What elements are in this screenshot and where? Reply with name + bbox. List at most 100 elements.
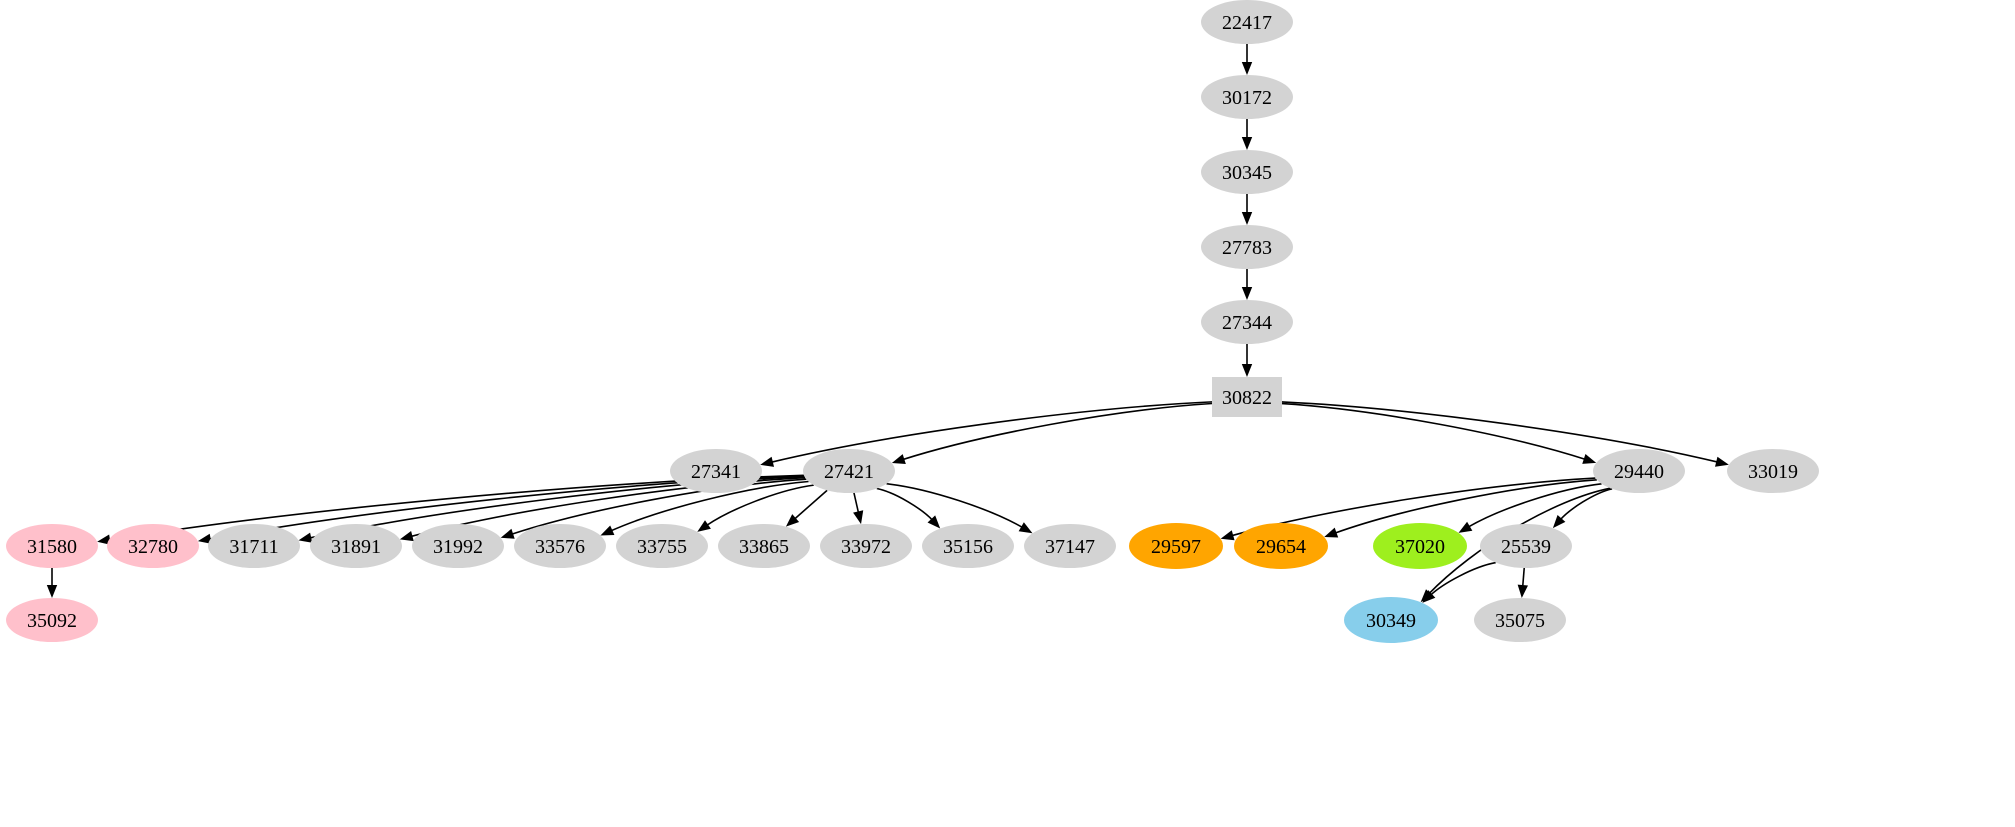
node-ellipse-shape[interactable] [1201,0,1293,44]
node-ellipse-shape[interactable] [1024,524,1116,568]
node-ellipse-shape[interactable] [803,449,895,493]
graph-edge[interactable] [1281,402,1597,464]
node-ellipse-shape[interactable] [820,524,912,568]
graph-node[interactable]: 37147 [1024,524,1116,568]
node-ellipse-shape[interactable] [310,524,402,568]
node-ellipse-shape[interactable] [208,524,300,568]
graph-edge[interactable] [760,401,1213,467]
edge-arrowhead-icon [97,534,111,545]
edge-arrowhead-icon [197,533,212,544]
graph-edge[interactable] [600,480,809,536]
graph-node[interactable]: 30349 [1344,597,1438,643]
graph-node[interactable]: 33865 [718,524,810,568]
node-ellipse-shape[interactable] [1201,75,1293,119]
node-ellipse-shape[interactable] [922,524,1014,568]
node-ellipse-shape[interactable] [616,524,708,568]
graph-edge[interactable] [697,484,814,532]
node-ellipse-shape[interactable] [107,524,199,568]
graph-node[interactable]: 29597 [1129,523,1223,569]
graph-node[interactable]: 27344 [1201,300,1293,344]
node-ellipse-shape[interactable] [1593,449,1685,493]
edge-line [1281,401,1719,463]
graph-edge[interactable] [1241,194,1253,225]
node-ellipse-shape[interactable] [1201,300,1293,344]
graph-node[interactable]: 29654 [1234,523,1328,569]
graph-edge[interactable] [1241,44,1253,75]
edge-arrowhead-icon [1018,522,1033,534]
node-ellipse-shape[interactable] [1129,523,1223,569]
graph-node[interactable]: 31891 [310,524,402,568]
graph-edge[interactable] [1241,119,1253,150]
node-ellipse-shape[interactable] [1344,597,1438,643]
graph-edge[interactable] [1324,479,1597,538]
nodes-layer: 22417 30172 30345 27783 27344 30822 27341 27421… [6,0,1819,643]
graph-edge[interactable] [876,487,941,529]
node-ellipse-shape[interactable] [1474,598,1566,642]
graph-node[interactable]: 33019 [1727,449,1819,493]
node-ellipse-shape[interactable] [1201,225,1293,269]
graph-node[interactable]: 32780 [107,524,199,568]
node-ellipse-shape[interactable] [412,524,504,568]
graph-edge[interactable] [785,489,828,527]
node-ellipse-shape[interactable] [514,524,606,568]
graph-node[interactable]: 29440 [1593,449,1685,493]
graph-edge[interactable] [891,402,1213,465]
graph-edge[interactable] [1517,567,1529,599]
edge-arrowhead-icon [785,514,800,527]
graph-edge[interactable] [1458,483,1602,533]
graph-node[interactable]: 35075 [1474,598,1566,642]
graph-edge[interactable] [1552,488,1613,529]
graph-node[interactable]: 37020 [1373,523,1467,569]
edge-line [770,401,1213,464]
graph-node[interactable]: 31580 [6,524,98,568]
node-ellipse-shape[interactable] [1234,523,1328,569]
edges-layer [46,44,1729,603]
graph-node[interactable]: 31711 [208,524,300,568]
node-ellipse-shape[interactable] [1373,523,1467,569]
graph-node[interactable]: 35156 [922,524,1014,568]
graph-edge[interactable] [1241,269,1253,300]
edge-line [886,482,1024,529]
graph-edge[interactable] [853,492,864,525]
node-ellipse-shape[interactable] [6,598,98,642]
graph-node[interactable]: 27341 [670,449,762,493]
graph-node[interactable]: 33972 [820,524,912,568]
node-ellipse-shape[interactable] [1727,449,1819,493]
graph-node[interactable]: 27783 [1201,225,1293,269]
node-ellipse-shape[interactable] [718,524,810,568]
graph-node[interactable]: 30345 [1201,150,1293,194]
graph-edge[interactable] [500,478,807,539]
edge-arrowhead-icon [46,585,58,598]
edge-line [705,484,814,527]
edge-arrowhead-icon [1422,590,1436,603]
node-ellipse-shape[interactable] [1201,150,1293,194]
graph-node[interactable]: 30172 [1201,75,1293,119]
edge-line [876,487,934,521]
graph-node[interactable]: 31992 [412,524,504,568]
graph-edge[interactable] [886,482,1033,534]
graph-edge[interactable] [1281,401,1729,467]
edge-arrowhead-icon [1241,62,1253,75]
graph-node[interactable]: 27421 [803,449,895,493]
edge-arrowhead-icon [927,515,941,529]
graph-edge[interactable] [1241,344,1253,377]
node-ellipse-shape[interactable] [6,524,98,568]
graph-edge[interactable] [1422,561,1496,603]
edge-line [793,489,828,520]
edge-arrowhead-icon [600,525,615,536]
graph-node[interactable]: 33576 [514,524,606,568]
edge-line [902,402,1213,461]
edge-arrowhead-icon [298,532,313,543]
graph-edge[interactable] [46,568,58,598]
edge-arrowhead-icon [1582,453,1597,464]
graph-node[interactable]: 25539 [1480,524,1572,568]
graph-node[interactable]: 33755 [616,524,708,568]
graph-node[interactable]: 22417 [1201,0,1293,44]
node-box-shape[interactable] [1212,377,1282,417]
graph-node[interactable]: 35092 [6,598,98,642]
graph-node[interactable]: 30822 [1212,377,1282,417]
node-ellipse-shape[interactable] [670,449,762,493]
node-ellipse-shape[interactable] [1480,524,1572,568]
